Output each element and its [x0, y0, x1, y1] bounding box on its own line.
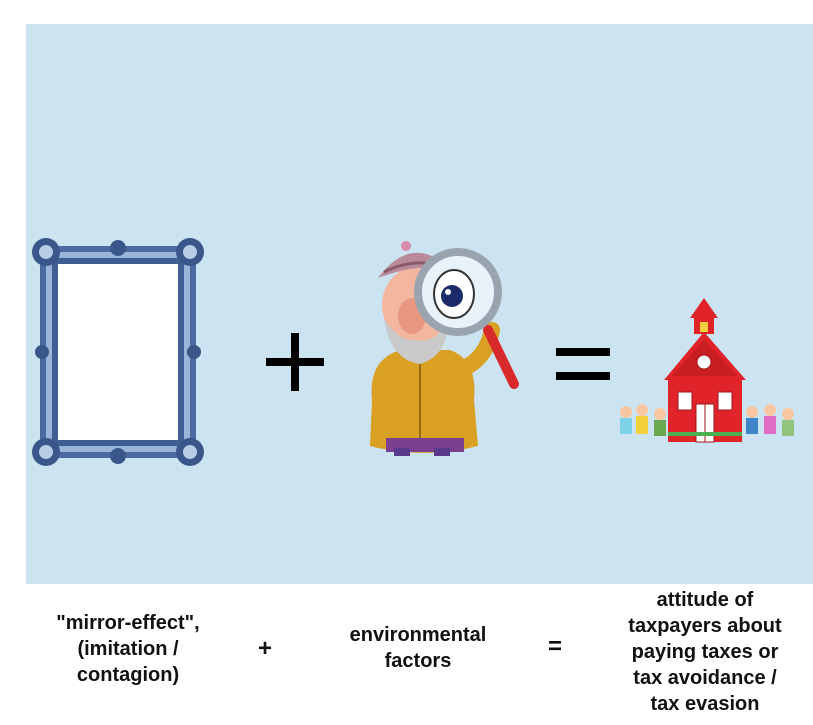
attitude-caption: attitude of taxpayers about paying taxes… — [628, 589, 782, 715]
mirror-frame-icon — [32, 238, 204, 466]
plus-operator-label: + — [257, 635, 272, 662]
environmental-factors-caption: environmental factors — [349, 624, 487, 672]
mirror-effect-caption: "mirror-effect", (imitation / contagion) — [56, 612, 200, 686]
equals-icon — [556, 348, 610, 380]
schoolhouse-icon — [620, 298, 794, 443]
detective-icon — [370, 241, 519, 456]
equals-operator-label: = — [547, 633, 562, 660]
plus-icon — [266, 333, 324, 391]
